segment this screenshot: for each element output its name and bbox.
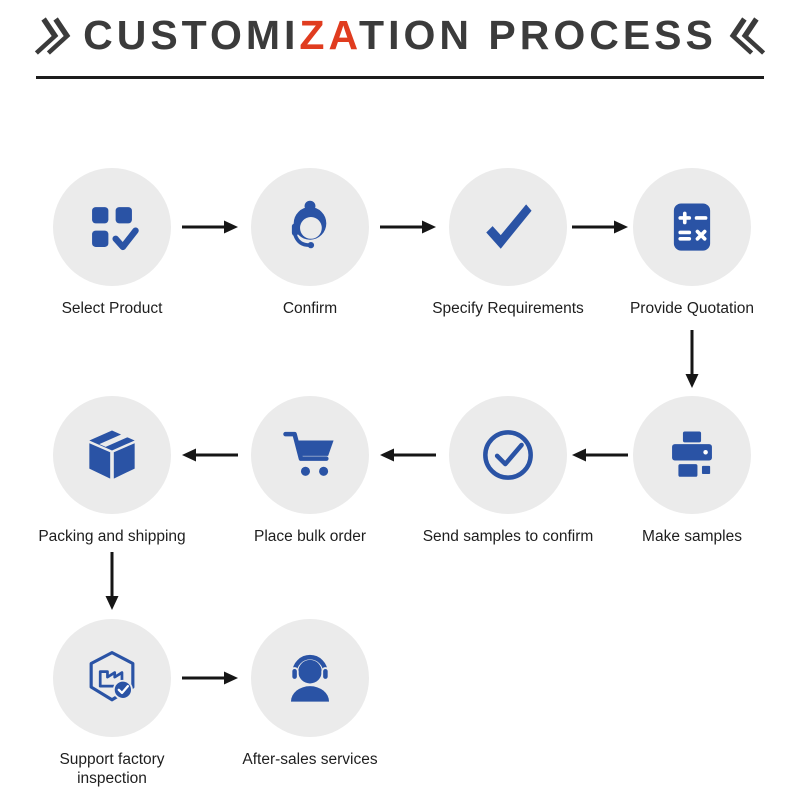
page-title: CUSTOMIZATION PROCESS xyxy=(83,12,717,59)
step-label: Select Product xyxy=(61,300,163,317)
step-factory-inspection: Support factory inspection xyxy=(12,619,212,789)
step-confirm: Confirm xyxy=(210,168,410,318)
step-specify-requirements: Specify Requirements xyxy=(408,168,608,318)
step-packing-shipping: Packing and shipping xyxy=(12,396,212,546)
step-label: Send samples to confirm xyxy=(422,528,594,545)
printer-icon xyxy=(672,431,712,477)
arrow-left-icon xyxy=(380,448,436,462)
step-provide-quotation: Provide Quotation xyxy=(592,168,792,318)
arrow-right-icon xyxy=(182,220,238,234)
step-label: Confirm xyxy=(282,300,338,317)
step-label: Packing and shipping xyxy=(38,528,186,545)
step-label: Make samples xyxy=(642,528,742,545)
step-circle xyxy=(633,396,751,514)
step-make-samples: Make samples xyxy=(592,396,792,546)
page-title-row: CUSTOMIZATION PROCESS xyxy=(0,12,800,59)
product-grid-check-icon xyxy=(92,207,139,251)
step-label: Support factory inspection xyxy=(59,751,165,788)
step-send-samples: Send samples to confirm xyxy=(408,396,608,546)
step-circle xyxy=(53,396,171,514)
step-circle xyxy=(251,396,369,514)
checkmark-icon xyxy=(486,204,532,249)
step-circle xyxy=(53,168,171,286)
step-circle xyxy=(251,619,369,737)
step-place-bulk-order: Place bulk order xyxy=(210,396,410,546)
step-select-product: Select Product xyxy=(12,168,212,318)
title-part-pre: CUSTOMI xyxy=(83,12,300,58)
headset-person-icon xyxy=(290,654,330,702)
title-part-accent: ZA xyxy=(299,12,360,58)
arrow-left-icon xyxy=(572,448,628,462)
factory-inspection-icon xyxy=(89,651,135,702)
step-circle xyxy=(251,168,369,286)
step-circle xyxy=(449,396,567,514)
shopping-cart-icon xyxy=(283,431,334,476)
title-part-post: TION PROCESS xyxy=(359,12,717,58)
calculator-icon xyxy=(673,203,711,251)
arrow-down-icon xyxy=(105,552,119,610)
arrow-left-icon xyxy=(182,448,238,462)
arrow-right-icon xyxy=(182,671,238,685)
arrow-right-icon xyxy=(380,220,436,234)
arrow-right-icon xyxy=(572,220,628,234)
step-circle xyxy=(53,619,171,737)
step-circle xyxy=(449,168,567,286)
circle-check-icon xyxy=(483,430,533,480)
step-label: Specify Requirements xyxy=(432,300,584,317)
double-chevron-left-icon xyxy=(729,16,766,55)
support-agent-icon xyxy=(291,200,327,249)
arrow-down-icon xyxy=(685,330,699,388)
step-circle xyxy=(633,168,751,286)
double-chevron-right-icon xyxy=(34,16,71,55)
step-label: Place bulk order xyxy=(253,528,366,545)
step-label: Provide Quotation xyxy=(629,300,755,317)
package-box-icon xyxy=(89,430,135,479)
title-underline xyxy=(36,76,764,79)
step-label: After-sales services xyxy=(242,751,378,768)
step-after-sales: After-sales services xyxy=(210,619,410,769)
